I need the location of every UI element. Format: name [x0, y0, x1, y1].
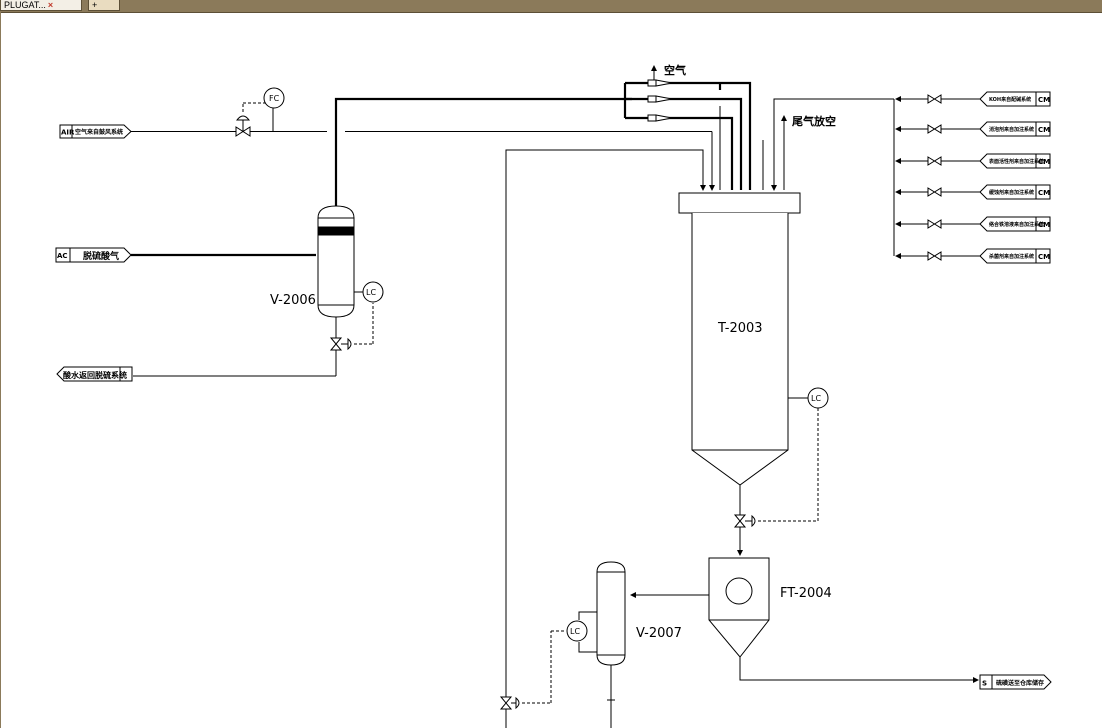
ft2004-label: FT-2004	[780, 586, 832, 601]
cm-inlet-desc: 杀菌剂来自加注系统	[989, 253, 1034, 260]
cm-inlet-tag: CM	[1038, 96, 1050, 104]
cm-inlet-row: 缓蚀剂来自加注系统 CM	[895, 184, 1051, 200]
new-tab-label: +	[92, 0, 98, 10]
t2003-tower	[678, 192, 801, 486]
cm-inlet-tag: CM	[1038, 221, 1050, 229]
new-tab-button[interactable]: +	[88, 0, 120, 11]
close-icon[interactable]: ×	[47, 0, 54, 10]
cm-inlet-row: KOH来自配碱系统 CM	[895, 91, 1051, 107]
air-tag: AIR	[61, 129, 75, 137]
cm-inlet-desc: 缓蚀剂来自加注系统	[989, 189, 1034, 196]
gate-valve-icon	[927, 251, 942, 261]
t2003-label: T-2003	[717, 321, 763, 336]
v2006-vessel	[317, 205, 355, 318]
cm-inlet-desc: 络合铁溶液来自加注系统	[989, 221, 1044, 228]
vent-label: 尾气放空	[791, 114, 836, 128]
lc-instrument-t2003	[807, 387, 829, 409]
lc-label-v2006: LC	[366, 288, 376, 297]
s-tag: S	[982, 680, 987, 688]
sulfur-outlet	[979, 674, 1052, 690]
header-valves	[647, 79, 673, 122]
cm-inlet-tag: CM	[1038, 253, 1050, 261]
drawing-frame	[0, 12, 1102, 728]
v2007-vessel	[596, 561, 626, 666]
fc-control-valve	[235, 102, 274, 137]
cm-inlet-tag: CM	[1038, 126, 1050, 134]
lc-label-v2007: LC	[570, 627, 580, 636]
lc-label-t2003: LC	[811, 394, 821, 403]
v2007-label: V-2007	[636, 626, 682, 641]
tab-label: PLUGAT...	[4, 0, 46, 10]
v2007-level-valve	[499, 611, 597, 710]
cm-to-t2003	[771, 98, 894, 191]
s-desc: 硫磺送至仓库储存	[996, 679, 1044, 687]
fc-label: FC	[269, 94, 280, 103]
ft2004-filter	[708, 557, 770, 658]
cm-inlet-desc: KOH来自配碱系统	[989, 96, 1031, 103]
gate-valve-icon	[927, 156, 942, 166]
cm-inlet-desc: 表面活性剂来自加注系统	[988, 158, 1044, 165]
kongqi-label: 空气	[664, 63, 686, 77]
gate-valve-icon	[927, 187, 942, 197]
ac-tag: AC	[57, 252, 68, 260]
fc-instrument	[263, 87, 285, 109]
ac-desc: 脱硫酸气	[83, 250, 119, 262]
v2006-label: V-2006	[270, 293, 316, 308]
cm-inlet-tag: CM	[1038, 189, 1050, 197]
gate-valve-icon	[927, 219, 942, 229]
t2003-level-valve	[733, 397, 819, 528]
gate-valve-icon	[927, 94, 942, 104]
return-outlet	[56, 366, 133, 382]
sulfur-line	[739, 657, 979, 683]
recycle-line	[505, 149, 706, 728]
cm-inlet-row: 消泡剂来自加注系统 CM	[895, 121, 1051, 137]
return-desc: 酸水返回脱硫系统	[63, 370, 127, 380]
v2006-level-valve	[329, 291, 374, 351]
air-header	[623, 81, 752, 190]
lc-instrument-v2007	[566, 620, 588, 642]
gate-valve-icon	[927, 124, 942, 134]
air-desc: 空气来自鼓风系统	[75, 128, 123, 136]
ac-inlet	[55, 247, 132, 263]
cm-inlet-tag: CM	[1038, 158, 1050, 166]
air-inlet	[59, 124, 132, 139]
lc-instrument-v2006	[362, 281, 384, 303]
v2006-overhead	[334, 97, 632, 206]
tab-bar: PLUGAT...× +	[0, 0, 1102, 13]
cm-inlet-row: 杀菌剂来自加注系统 CM	[895, 248, 1051, 264]
tab-drawing[interactable]: PLUGAT...×	[0, 0, 82, 11]
cm-inlet-desc: 消泡剂来自加注系统	[989, 126, 1034, 133]
